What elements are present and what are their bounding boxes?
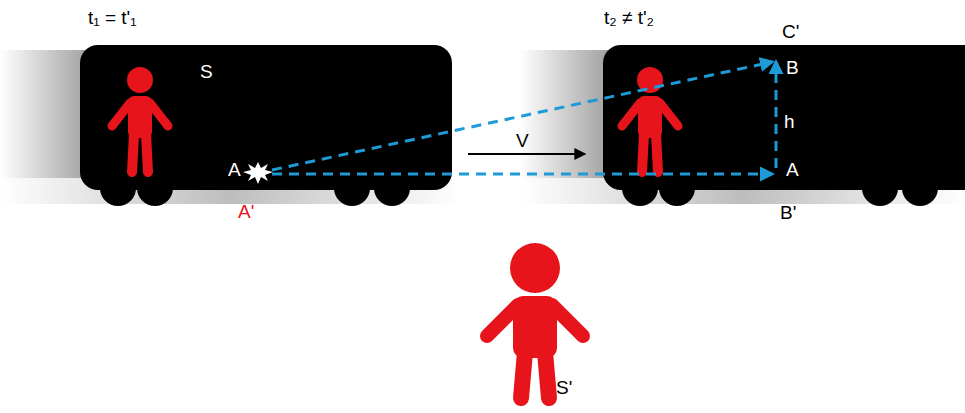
time-label: t₁ = t'₁	[88, 8, 137, 27]
point-label: A	[786, 160, 799, 179]
time-label: t₂ ≠ t'₂	[604, 8, 654, 27]
frame-label: S'	[556, 378, 572, 397]
train-car	[80, 45, 452, 190]
point-label: C'	[782, 22, 799, 41]
person-figure	[112, 67, 168, 172]
point-label: B	[786, 58, 799, 77]
train-car	[603, 45, 965, 190]
height-label: h	[784, 112, 795, 131]
point-label: A'	[238, 202, 254, 221]
velocity-label: V	[516, 131, 529, 150]
frame-label: S	[200, 62, 213, 81]
motion-blur	[520, 50, 615, 185]
light-flash	[243, 162, 273, 184]
velocity-arrow	[468, 153, 584, 155]
person-figure	[622, 67, 678, 172]
point-label: B'	[780, 203, 796, 222]
light-path	[272, 62, 776, 174]
point-label: A	[228, 160, 241, 179]
observer-figure	[487, 243, 583, 398]
